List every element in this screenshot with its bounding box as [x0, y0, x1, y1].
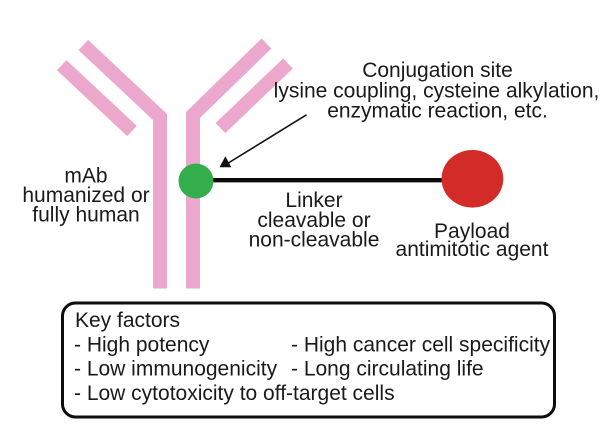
svg-text:- Long circulating life: - Long circulating life	[291, 358, 484, 381]
svg-text:mAb: mAb	[64, 165, 107, 188]
svg-text:cleavable or: cleavable or	[257, 209, 370, 232]
svg-text:antimitotic agent: antimitotic agent	[396, 238, 549, 261]
svg-text:- High potency: - High potency	[74, 333, 210, 356]
svg-text:- High cancer cell specificity: - High cancer cell specificity	[291, 333, 551, 356]
svg-text:Payload: Payload	[434, 220, 510, 243]
svg-text:fully human: fully human	[32, 204, 139, 227]
svg-text:lysine coupling, cysteine alky: lysine coupling, cysteine alkylation,	[274, 80, 600, 103]
svg-text:Linker: Linker	[285, 189, 342, 212]
svg-text:enzymatic reaction, etc.: enzymatic reaction, etc.	[327, 100, 548, 123]
svg-text:Key factors: Key factors	[75, 309, 180, 332]
svg-text:humanized or: humanized or	[22, 184, 149, 207]
svg-text:- Low cytotoxicity to off-targ: - Low cytotoxicity to off-target cells	[74, 382, 395, 405]
svg-text:Conjugation site: Conjugation site	[362, 59, 513, 82]
svg-text:- Low immunogenicity: - Low immunogenicity	[74, 358, 278, 381]
svg-text:non-cleavable: non-cleavable	[249, 229, 380, 252]
